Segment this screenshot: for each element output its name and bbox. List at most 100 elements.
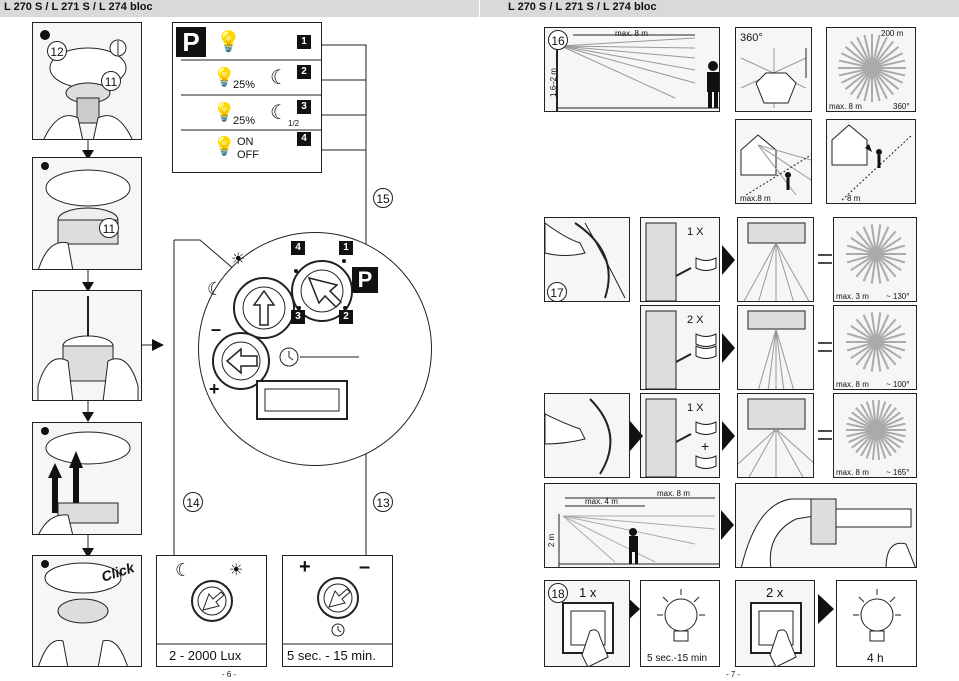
- sun-icon: ☀: [231, 251, 246, 268]
- step-12-badge: 12: [47, 41, 67, 61]
- coverage-pattern-3: max. 8 m ~ 165°: [833, 393, 917, 478]
- cover-lift-illustration: [38, 427, 131, 534]
- lens-turn-diagram: [545, 398, 612, 475]
- adjust-row-1-sensor: 1 X: [640, 217, 720, 302]
- mode-3-badge: 3: [297, 100, 311, 114]
- mode-3-half: 1/2: [288, 119, 300, 128]
- screwdriver-adjust-illustration: [37, 296, 139, 400]
- sensor-mount-diagram: [740, 498, 916, 567]
- dial-knobs: [212, 259, 359, 420]
- moon-icon-2: ☾: [270, 102, 288, 124]
- sensor-lens-2: [645, 310, 717, 389]
- coverage-pattern-1: max. 3 m ~ 130°: [833, 217, 917, 302]
- sensor-beams-1: [743, 222, 810, 301]
- lux-box: ☾ ☀ 2 - 2000 Lux: [156, 555, 267, 667]
- cfl-bulb-icon: 💡: [213, 136, 236, 156]
- on-label: ON: [237, 136, 254, 148]
- side-range-panel: 16 max. 8 m 1,6–2 m: [544, 27, 720, 112]
- lux-label: 2 - 2000 Lux: [169, 648, 242, 663]
- left-title: L 270 S / L 271 S / L 274 bloc: [4, 1, 153, 13]
- lens-turn-panel: [544, 393, 630, 478]
- dial-pos-1: 1: [339, 241, 353, 255]
- test-max4: max. 4 m: [585, 497, 618, 506]
- dial-minus: –: [211, 319, 222, 339]
- step-15-badge: 15: [373, 188, 393, 208]
- duration-2-label: 4 h: [867, 651, 884, 665]
- mount-height-label: 1,6–2 m: [548, 68, 558, 97]
- p-mode-letter: P: [176, 27, 206, 57]
- adjust-1-angle: ~ 130°: [886, 292, 910, 301]
- adjust-3-range: max. 8 m: [836, 468, 869, 477]
- switch-press-2: 2 x: [735, 580, 815, 667]
- walk-test-diagram: [558, 497, 719, 567]
- adjust-2-angle: ~ 100°: [886, 380, 910, 389]
- coverage-detail-3: [737, 393, 814, 478]
- cover-lift-panel: [32, 422, 142, 535]
- mode-2-pct: 25%: [233, 79, 256, 91]
- left-page-number: - 6 -: [222, 670, 237, 679]
- bulb-icon-1: 💡: [216, 31, 241, 53]
- click-panel: Click: [32, 555, 142, 667]
- duration-1-label: 5 sec.-15 min: [647, 653, 708, 664]
- test-2m: 2 m: [547, 533, 557, 548]
- switch-press-2-diagram: [750, 602, 802, 666]
- mode-table: P 💡 1 💡 25% ☾ 2 💡 25% ☾ 1/2 3 💡 ON OFF 4: [172, 22, 322, 173]
- adjust-1-times: 1 X: [687, 226, 704, 238]
- moon-icon-1: ☾: [270, 67, 288, 89]
- sensor-mount-panel: [735, 483, 917, 568]
- lux-knob: [157, 580, 266, 645]
- switch-press-1-diagram: [562, 602, 614, 666]
- off-label: OFF: [237, 149, 259, 161]
- adjust-1-range: max. 3 m: [836, 292, 869, 301]
- bulb-icon-3: 💡: [213, 102, 236, 122]
- time-minus: –: [359, 556, 371, 578]
- screw-panel: [32, 290, 142, 401]
- step-11-panel: 11: [32, 157, 142, 270]
- adjust-3-plus: +: [701, 438, 710, 454]
- adjust-2-times: 2 X: [687, 314, 704, 326]
- right-header: L 270 S / L 271 S / L 274 bloc: [480, 0, 959, 17]
- test-max8: max. 8 m: [657, 489, 690, 498]
- lux-sun-icon: ☀: [229, 562, 244, 579]
- lightbulb-icon-2: [853, 589, 901, 642]
- top-range-panel: 200 m max. 8 m 360°: [826, 27, 916, 112]
- step-11-badge-2: 11: [99, 218, 119, 238]
- moon-icon-dial: ☾: [207, 279, 224, 299]
- mode-4-badge: 4: [297, 132, 311, 146]
- left-page: L 270 S / L 271 S / L 274 bloc: [0, 0, 479, 681]
- adjust-3-angle: ~ 165°: [886, 468, 910, 477]
- mode-3-pct: 25%: [233, 115, 256, 127]
- click-mount-illustration: [38, 560, 128, 666]
- range-max8-house: max.8 m: [740, 194, 771, 203]
- settings-dial-zoom: ☀ ☾ 4 1 3 2 P – +: [198, 232, 432, 466]
- mode-1-badge: 1: [297, 35, 311, 49]
- dial-pos-2: 2: [339, 310, 353, 324]
- step-12-panel: 12 11: [32, 22, 142, 140]
- light-duration-2: 4 h: [836, 580, 917, 667]
- adjust-row-3-sensor: 1 X +: [640, 393, 720, 478]
- right-title: L 270 S / L 271 S / L 274 bloc: [508, 1, 657, 13]
- step-13-badge: 13: [373, 492, 393, 512]
- step-17-badge: 17: [547, 282, 567, 301]
- coverage-rays-3: [846, 400, 906, 460]
- top-range-rays: [838, 34, 906, 102]
- sensor-beams-2: [747, 310, 806, 389]
- 360-panel: 360°: [735, 27, 812, 112]
- coverage-detail-1: [737, 217, 814, 302]
- deg-360-top: 360°: [893, 102, 910, 111]
- light-duration-1: 5 sec.-15 min: [640, 580, 720, 667]
- right-page: L 270 S / L 271 S / L 274 bloc 16 max. 8…: [480, 0, 959, 681]
- coverage-rays-2: [846, 312, 906, 372]
- press-once-label: 1 x: [579, 585, 597, 600]
- step-11-badge: 11: [101, 71, 121, 91]
- sensor-beams-3: [738, 398, 813, 477]
- bulb-icon-2: 💡: [213, 67, 236, 87]
- coverage-pattern-2: max. 8 m ~ 100°: [833, 305, 917, 390]
- sensor-lens-1: [645, 222, 717, 301]
- range-200m: 200 m: [881, 29, 904, 38]
- dial-pos-4: 4: [291, 241, 305, 255]
- coverage-rays-1: [846, 224, 906, 284]
- house-range-diagram-1: [740, 134, 811, 196]
- cover-removal-illustration: [38, 162, 131, 269]
- step-18-badge: 18: [548, 583, 568, 603]
